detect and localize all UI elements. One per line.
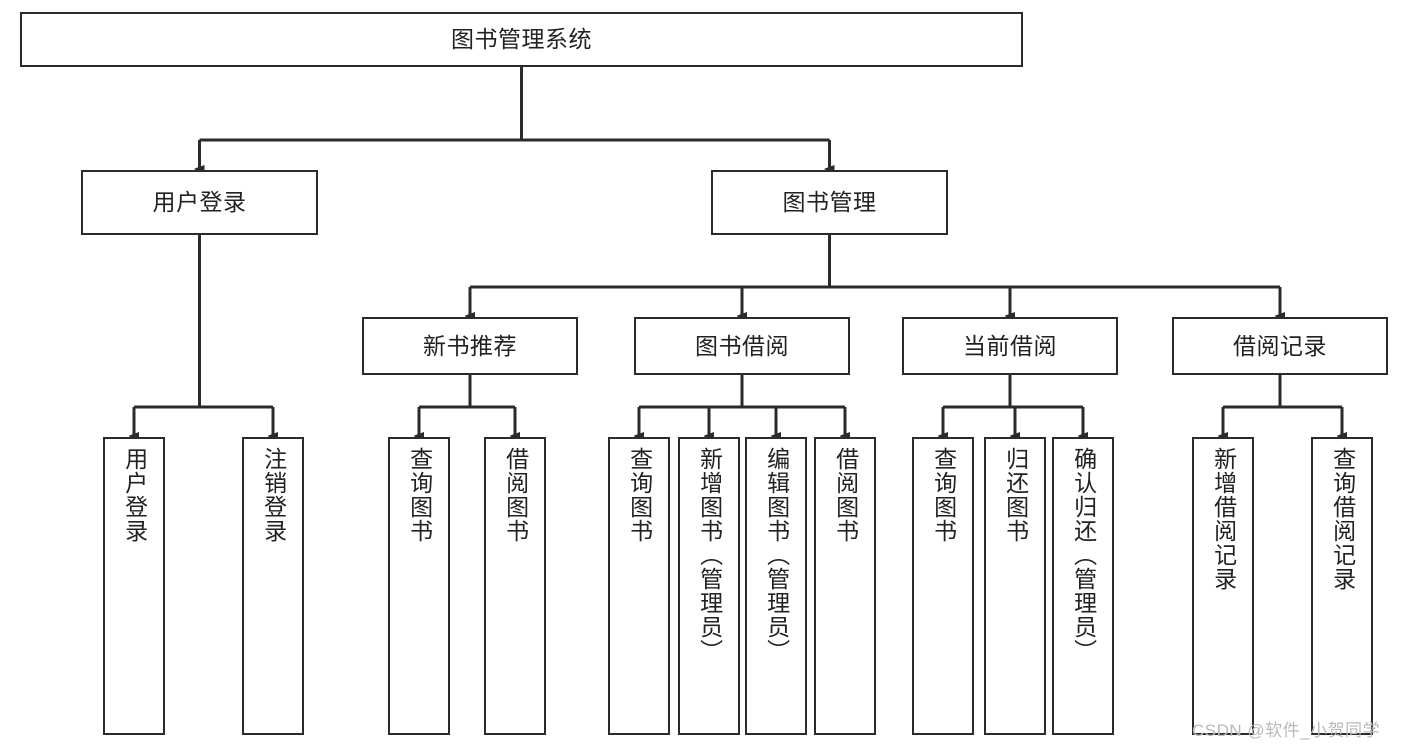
node-leaf-add-book[interactable]: 新增图书（管理员） bbox=[678, 437, 740, 735]
node-new-book-rec[interactable]: 新书推荐 bbox=[362, 317, 578, 375]
edge-paths bbox=[134, 67, 1342, 436]
node-root[interactable]: 图书管理系统 bbox=[20, 12, 1023, 67]
node-current-borrow[interactable]: 当前借阅 bbox=[902, 317, 1118, 375]
node-book-manage[interactable]: 图书管理 bbox=[711, 170, 948, 235]
node-leaf-user-login[interactable]: 用户登录 bbox=[103, 437, 165, 735]
node-label: 确认归还（管理员） bbox=[1070, 447, 1097, 663]
node-borrow-record[interactable]: 借阅记录 bbox=[1172, 317, 1388, 375]
node-label: 查询图书 bbox=[406, 447, 433, 543]
node-label: 查询图书 bbox=[626, 447, 653, 543]
node-leaf-query-book-1[interactable]: 查询图书 bbox=[388, 437, 450, 735]
node-label: 图书管理 bbox=[782, 189, 877, 216]
node-leaf-query-book-2[interactable]: 查询图书 bbox=[608, 437, 670, 735]
node-label: 新书推荐 bbox=[423, 332, 517, 359]
node-user-login[interactable]: 用户登录 bbox=[81, 170, 318, 235]
node-leaf-edit-book[interactable]: 编辑图书（管理员） bbox=[745, 437, 807, 735]
node-label: 图书借阅 bbox=[695, 332, 789, 359]
node-leaf-query-record[interactable]: 查询借阅记录 bbox=[1311, 437, 1373, 735]
node-leaf-borrow-book-1[interactable]: 借阅图书 bbox=[484, 437, 546, 735]
node-label: 借阅图书 bbox=[832, 447, 859, 543]
node-leaf-add-record[interactable]: 新增借阅记录 bbox=[1192, 437, 1254, 735]
node-label: 新增图书（管理员） bbox=[696, 447, 723, 663]
node-label: 借阅图书 bbox=[502, 447, 529, 543]
node-label: 用户登录 bbox=[152, 189, 247, 216]
node-label: 编辑图书（管理员） bbox=[763, 447, 790, 663]
node-label: 新增借阅记录 bbox=[1210, 447, 1237, 591]
node-book-borrow[interactable]: 图书借阅 bbox=[634, 317, 850, 375]
node-leaf-borrow-book-2[interactable]: 借阅图书 bbox=[814, 437, 876, 735]
node-label: 查询图书 bbox=[930, 447, 957, 543]
node-label: 归还图书 bbox=[1002, 447, 1029, 543]
node-label: 图书管理系统 bbox=[451, 26, 592, 53]
node-label: 当前借阅 bbox=[963, 332, 1057, 359]
node-label: 注销登录 bbox=[260, 447, 287, 543]
node-leaf-confirm-return[interactable]: 确认归还（管理员） bbox=[1052, 437, 1114, 735]
node-leaf-logout[interactable]: 注销登录 bbox=[242, 437, 304, 735]
node-label: 用户登录 bbox=[121, 447, 148, 543]
node-leaf-query-book-3[interactable]: 查询图书 bbox=[912, 437, 974, 735]
node-leaf-return-book[interactable]: 归还图书 bbox=[984, 437, 1046, 735]
csdn-watermark: CSDN @软件_小贺同学 bbox=[1192, 721, 1381, 740]
node-label: 借阅记录 bbox=[1233, 332, 1327, 359]
node-label: 查询借阅记录 bbox=[1329, 447, 1356, 591]
